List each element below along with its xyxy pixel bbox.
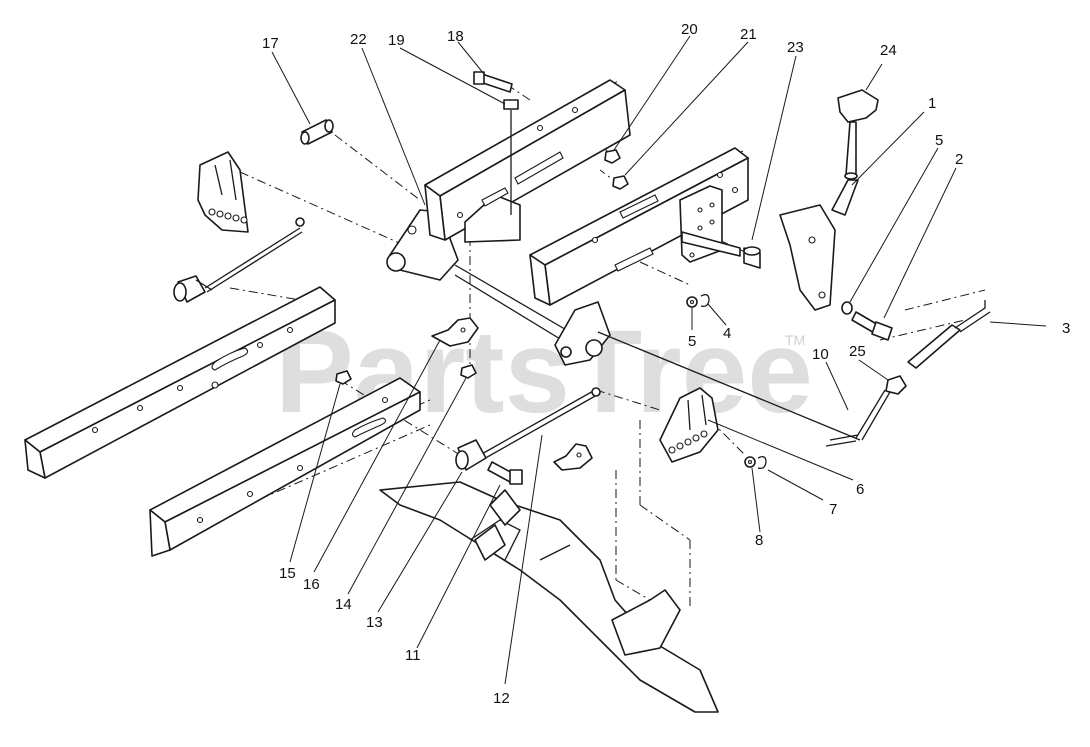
part-14-nut (460, 364, 477, 379)
callout-5-left: 5 (688, 333, 696, 350)
part-18-bolt (473, 71, 513, 93)
callout-25: 25 (849, 343, 866, 360)
left-lift-bracket (197, 151, 249, 233)
callout-6: 6 (856, 481, 864, 498)
part-16-bracket (431, 317, 479, 347)
callout-10: 10 (812, 346, 829, 363)
leader-lines (271, 35, 1047, 685)
part-7-hairpin (757, 456, 767, 470)
callout-13: 13 (366, 614, 383, 631)
callout-7: 7 (829, 501, 837, 518)
part-3-rod (907, 300, 991, 369)
callout-23: 23 (787, 39, 804, 56)
callout-11: 11 (405, 647, 421, 664)
upper-center-channel (424, 79, 631, 243)
callout-12: 12 (493, 690, 510, 707)
callout-8: 8 (755, 532, 763, 549)
callout-2: 2 (955, 151, 963, 168)
part-11-bolt (487, 461, 523, 485)
callout-20: 20 (681, 21, 698, 38)
left-upper-channel (24, 286, 336, 479)
callout-3: 3 (1062, 320, 1070, 337)
part-5-washer-left (686, 296, 698, 308)
part-5-washer-right (841, 301, 853, 315)
right-mounting-plate (679, 185, 741, 263)
callout-24: 24 (880, 42, 897, 59)
left-lower-channel (149, 377, 421, 557)
deck-frame (379, 481, 719, 713)
part-19-bolt (503, 99, 519, 215)
part-10-rod (825, 389, 891, 447)
callout-labels: 17 22 19 18 20 21 23 24 1 5 2 3 25 10 5 … (262, 21, 1070, 707)
callout-18: 18 (447, 28, 464, 45)
callout-4: 4 (723, 325, 731, 342)
part-15-nut (335, 370, 352, 385)
part-16-clip-lower (553, 443, 593, 471)
part-24-knob (837, 89, 879, 123)
watermark-trademark: TM (785, 332, 805, 348)
part-25-nut (885, 375, 907, 395)
callout-15: 15 (279, 565, 296, 582)
callout-16: 16 (303, 576, 320, 593)
callout-19: 19 (388, 32, 405, 49)
callout-1: 1 (928, 95, 936, 112)
part-17-spring-pin (300, 119, 334, 145)
part-4-hairpin (700, 294, 710, 308)
callout-21: 21 (740, 26, 757, 43)
left-link-rod (173, 217, 305, 303)
part-23-spacer (743, 246, 761, 269)
callout-5-right: 5 (935, 132, 943, 149)
callout-22: 22 (350, 31, 367, 48)
part-20-nut (604, 149, 621, 164)
part-1-lift-handle (779, 121, 859, 311)
part-2-bolt (851, 311, 893, 341)
callout-17: 17 (262, 35, 279, 52)
part-6-lift-bracket (659, 387, 719, 463)
part-21-nut (612, 175, 629, 190)
part-8-washer (744, 456, 756, 468)
callout-14: 14 (335, 596, 352, 613)
part-12-link-rod (479, 387, 601, 461)
part-13-trunnion (455, 439, 487, 471)
